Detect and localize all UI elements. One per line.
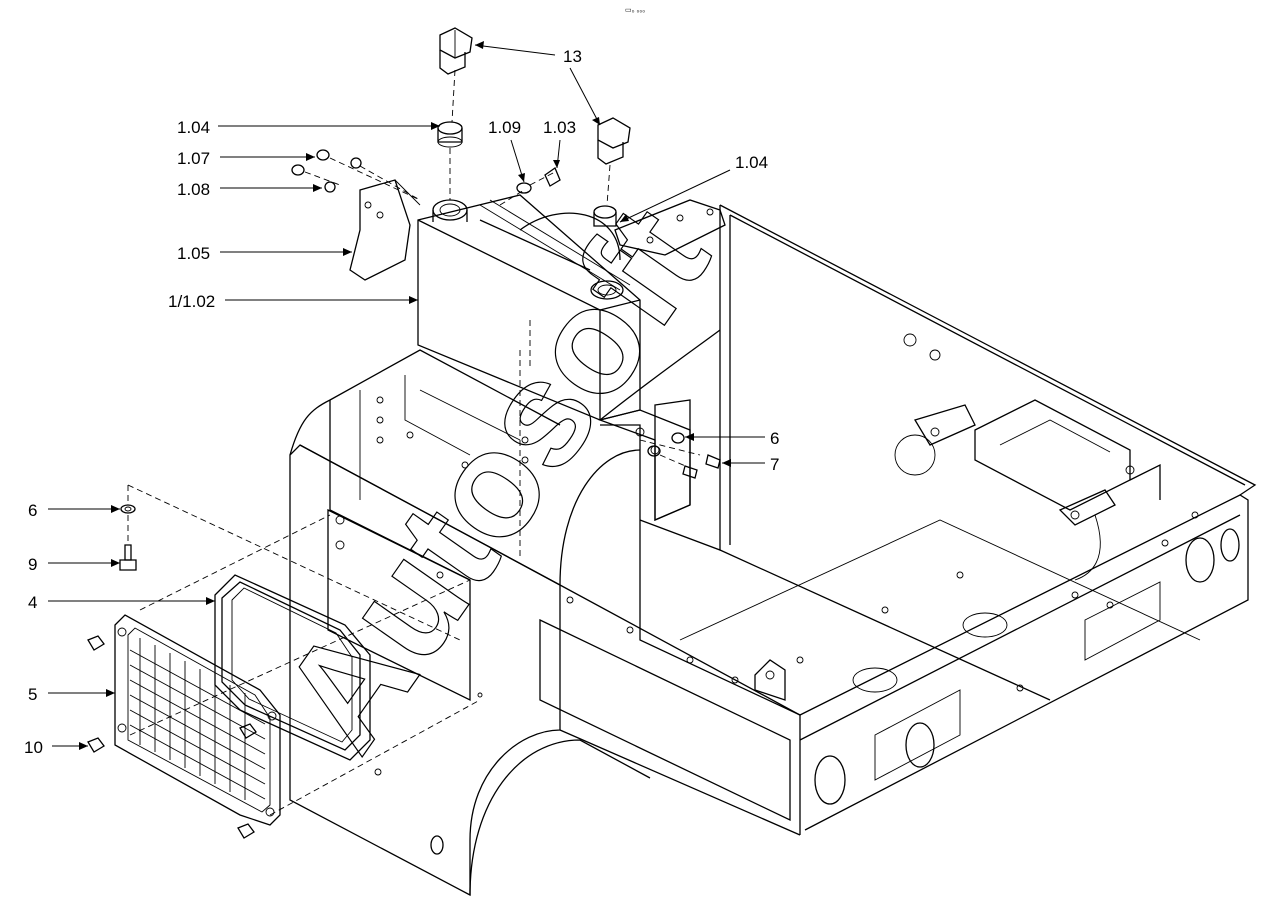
- callout-1-04-right: 1.04: [735, 153, 768, 172]
- callout-1-08: 1.08: [177, 180, 210, 199]
- fitting-1-04-right: [593, 205, 617, 227]
- connector-13-left: [439, 27, 473, 75]
- callout-1-03: 1.03: [543, 118, 576, 137]
- callout-10: 10: [24, 738, 43, 757]
- callout-1-09: 1.09: [488, 118, 521, 137]
- fitting-1-04-left: [437, 121, 463, 148]
- callout-4: 4: [28, 593, 37, 612]
- callout-6-left: 6: [28, 501, 37, 520]
- oil-cooler: [417, 194, 641, 421]
- grille-5: [114, 614, 281, 826]
- bracket-1-05: [349, 179, 421, 281]
- callout-1-04-left: 1.04: [177, 118, 210, 137]
- callout-1-1-02: 1/1.02: [168, 292, 215, 311]
- connector-13-right: [597, 117, 631, 165]
- callout-13: 13: [563, 47, 582, 66]
- callout-1-07: 1.07: [177, 149, 210, 168]
- callout-7: 7: [770, 455, 779, 474]
- callout-6-right: 6: [770, 429, 779, 448]
- callout-9: 9: [28, 555, 37, 574]
- frame-top-bracket: [614, 199, 726, 256]
- small-hardware: [291, 149, 561, 194]
- leader-lines: [48, 41, 765, 750]
- hardware-6-7: [647, 432, 721, 479]
- assembly-lines: [127, 69, 701, 816]
- page-marker: ▭₀ ₀₀₀: [625, 7, 645, 14]
- callout-5: 5: [28, 685, 37, 704]
- callout-1-05: 1.05: [177, 244, 210, 263]
- watermark-text: Autosoft: [249, 177, 740, 778]
- screws-10-9-6: [87, 504, 257, 839]
